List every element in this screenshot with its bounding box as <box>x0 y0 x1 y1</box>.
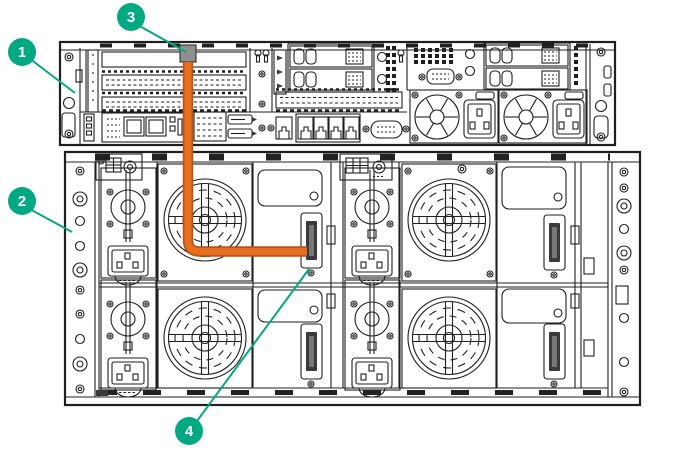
module-bay-left <box>257 169 336 388</box>
io-row <box>83 111 410 143</box>
cable-port-left-bottom <box>300 323 323 380</box>
server-rear-view <box>58 40 617 147</box>
pci-riser-1 <box>85 49 247 113</box>
pci-slot-2-blank <box>101 74 247 91</box>
power-chassis-rear-view <box>63 150 642 407</box>
right-ear <box>585 44 612 145</box>
chassis-psu-4 <box>345 280 400 397</box>
callout-1-circle <box>8 38 36 66</box>
left-flange <box>72 162 100 397</box>
power-entry-block-right <box>339 153 393 181</box>
chassis-psu-1 <box>101 168 156 285</box>
callout-2: 2 <box>8 187 73 233</box>
ilo-port <box>275 116 293 140</box>
pci-slot-1 <box>101 51 247 68</box>
interconnect-cable <box>179 44 307 257</box>
callout-4-circle <box>175 417 203 445</box>
chassis-psu-2 <box>101 280 156 397</box>
callout-1: 1 <box>8 38 76 94</box>
left-ear <box>61 48 83 145</box>
cable-body <box>184 62 307 255</box>
right-flange <box>607 162 632 397</box>
server-psu-2 <box>499 90 587 143</box>
nic-4port <box>295 113 361 143</box>
callouts: 1 2 3 4 <box>8 3 310 445</box>
callout-2-number: 2 <box>18 193 26 210</box>
psu-region <box>406 42 587 143</box>
chassis-psu-3 <box>345 168 400 285</box>
cable-connector <box>179 44 197 63</box>
sfp-port-icon <box>145 116 167 137</box>
cable-port-left-top <box>300 212 323 269</box>
callout-3-number: 3 <box>127 9 135 26</box>
cable-port-right-bottom <box>543 323 566 380</box>
module-bay-right <box>501 166 580 388</box>
center-column <box>249 43 405 112</box>
callout-4: 4 <box>175 268 310 445</box>
vga-port-icon <box>362 120 410 139</box>
usb-port-icon <box>227 114 257 125</box>
server-psu-1 <box>410 90 498 143</box>
cable-port-right-top <box>543 214 566 271</box>
callout-4-number: 4 <box>185 423 194 440</box>
usb-port-icon <box>227 128 257 139</box>
serial-port-icon <box>418 68 463 85</box>
callout-2-circle <box>8 187 36 215</box>
callout-3: 3 <box>117 3 187 53</box>
fan-bays <box>157 163 497 389</box>
callout-3-circle <box>117 3 145 31</box>
sfp-port-icon <box>123 116 145 137</box>
flexible-lom <box>101 112 187 143</box>
callout-1-number: 1 <box>18 44 26 61</box>
pci-slot-blank <box>275 91 403 109</box>
